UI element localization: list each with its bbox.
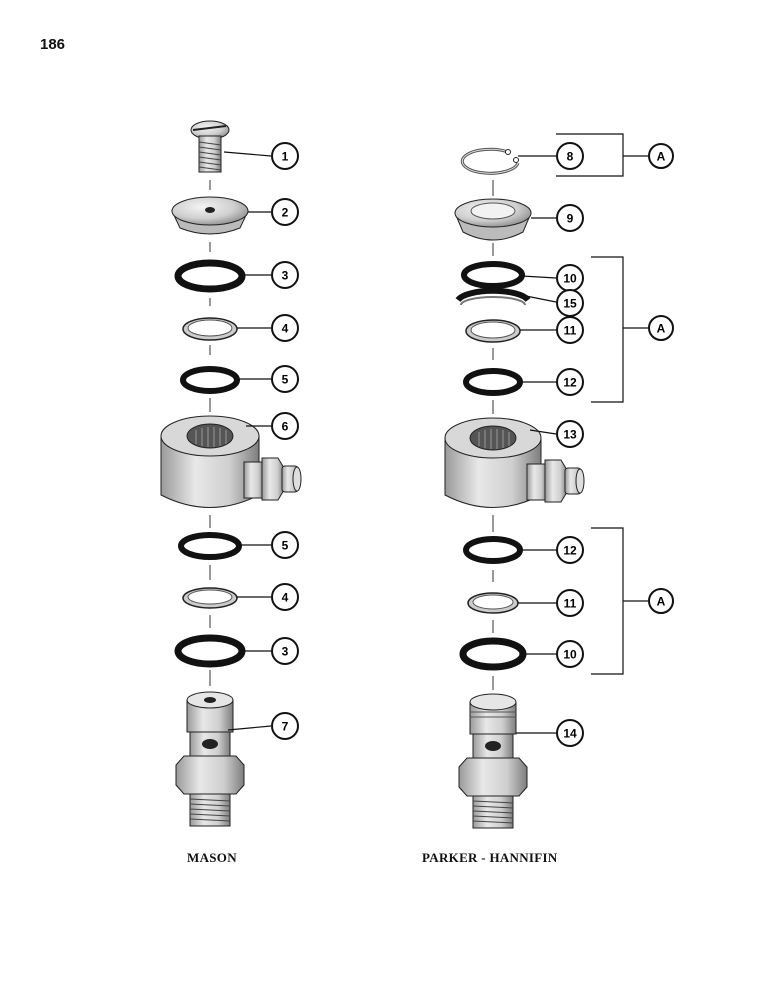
svg-text:12: 12 [563,376,577,390]
banjo-bolt-part [458,693,528,829]
group-a-callout-bottom: A [648,588,674,614]
caption-mason: MASON [187,850,237,865]
spacer-ring-part [455,287,531,306]
svg-text:1: 1 [282,150,289,164]
svg-text:5: 5 [282,373,289,387]
svg-text:6: 6 [282,420,289,434]
svg-text:3: 3 [282,269,289,283]
svg-text:10: 10 [563,648,577,662]
callout-6: 6 [271,412,299,440]
callout-4: 4 [271,314,299,342]
callout-12-lower: 12 [556,536,584,564]
callout-12: 12 [556,368,584,396]
seal-ring-part [459,637,527,671]
callout-10-lower: 10 [556,640,584,668]
callout-11: 11 [556,316,584,344]
svg-text:7: 7 [282,720,289,734]
left-leader-lines [223,151,272,731]
o-ring-part [463,536,523,564]
callout-7: 7 [271,712,299,740]
callout-9: 9 [556,204,584,232]
callout-2: 2 [271,198,299,226]
snap-ring-part [460,147,520,175]
svg-text:2: 2 [282,206,289,220]
banjo-bolt-part [175,691,245,827]
svg-text:A: A [657,595,666,609]
callout-15: 15 [556,289,584,317]
seal-ring-part [174,634,246,668]
svg-text:14: 14 [563,727,577,741]
svg-text:3: 3 [282,645,289,659]
svg-text:11: 11 [564,597,577,611]
cap-washer-part [171,196,249,235]
backup-ring-part [467,592,519,614]
cup-washer-part [454,198,532,241]
banjo-fitting-part [444,417,585,508]
group-a-callout-middle: A [648,315,674,341]
svg-text:9: 9 [567,212,574,226]
callout-11-lower: 11 [556,589,584,617]
svg-text:4: 4 [282,591,289,605]
banjo-fitting-part [160,415,302,508]
svg-text:A: A [657,322,666,336]
caption-parker-hannifin: PARKER - HANNIFIN [422,850,558,865]
backup-ring-part [465,319,521,343]
group-brackets [556,133,648,675]
svg-text:5: 5 [282,539,289,553]
backup-ring-part [182,587,238,609]
svg-text:8: 8 [567,150,574,164]
svg-text:11: 11 [564,324,577,338]
callout-1: 1 [271,142,299,170]
o-ring-part [178,532,242,560]
screw-part [190,120,230,173]
o-ring-part [180,366,240,394]
callout-3: 3 [271,261,299,289]
seal-ring-part [461,261,525,289]
callout-13: 13 [556,420,584,448]
callout-8: 8 [556,142,584,170]
svg-text:A: A [657,150,666,164]
callout-3-lower: 3 [271,637,299,665]
callout-5: 5 [271,365,299,393]
page-number: 186 [40,36,66,53]
callout-4-lower: 4 [271,583,299,611]
svg-text:10: 10 [563,272,577,286]
group-a-callout-top: A [648,143,674,169]
o-ring-part [463,368,523,396]
svg-text:15: 15 [563,297,577,311]
svg-text:12: 12 [563,544,577,558]
callout-10: 10 [556,264,584,292]
callout-5-lower: 5 [271,531,299,559]
seal-ring-part [174,259,246,293]
backup-ring-part [182,317,238,341]
callout-14: 14 [556,719,584,747]
right-leader-lines [516,155,557,734]
svg-text:4: 4 [282,322,289,336]
svg-text:13: 13 [563,428,577,442]
